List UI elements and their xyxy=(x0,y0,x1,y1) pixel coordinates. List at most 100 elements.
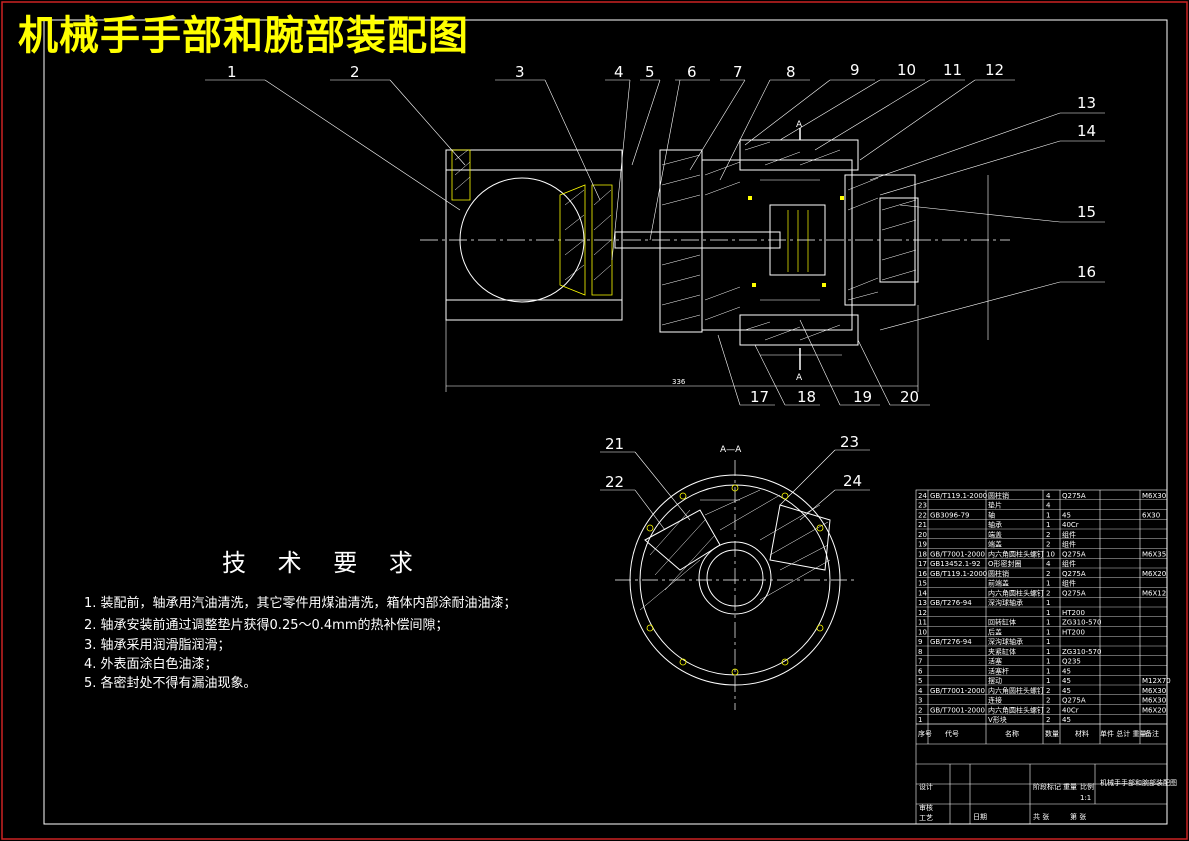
title-block-stage: 阶段标记 xyxy=(1033,782,1061,791)
bom-cell: 10 xyxy=(918,628,927,636)
bom-cell: 2 xyxy=(1046,706,1050,714)
bom-cell: Q275A xyxy=(1062,570,1086,578)
bom-cell: 1 xyxy=(1046,511,1050,519)
title-block-process: 工艺 xyxy=(919,814,933,822)
bom-cell: M6X20 xyxy=(1142,570,1166,578)
bom-cell: 4 xyxy=(918,687,923,695)
bom-cell: 夹紧缸体 xyxy=(988,647,1016,656)
bom-header-cell: 材料 xyxy=(1075,729,1089,738)
bom-cell: M6X12 xyxy=(1142,589,1166,597)
requirement-4: 4. 外表面涂白色油漆； xyxy=(84,657,218,672)
bom-cell: 40Cr xyxy=(1062,521,1079,529)
bom-cell: 9 xyxy=(918,638,922,646)
bom-cell: 10 xyxy=(1046,550,1055,558)
balloon-19: 19 xyxy=(853,388,872,406)
bom-cell: M6X20 xyxy=(1142,706,1166,714)
bom-cell: M12X70 xyxy=(1142,677,1171,685)
balloon-23: 23 xyxy=(840,433,859,451)
title-block-drawing-name: 机械手手部和腕部装配图 xyxy=(1100,778,1177,787)
bom-cell: ZG310-570 xyxy=(1062,648,1101,656)
bom-cell: 活塞杆 xyxy=(988,666,1009,675)
bom-cell: 19 xyxy=(918,541,927,549)
bom-cell: 45 xyxy=(1062,511,1071,519)
bom-cell: ZG310-570 xyxy=(1062,619,1101,627)
bom-cell: 前端盖 xyxy=(988,579,1009,588)
bom-cell: 45 xyxy=(1062,667,1071,675)
bom-cell: 4 xyxy=(1046,560,1051,568)
balloon-15: 15 xyxy=(1077,203,1096,221)
bom-cell: GB/T7001-2000 xyxy=(930,706,985,714)
title-block: 机械手手部和腕部装配图 设计 审核 工艺 日期 阶段标记 重量 比例 1:1 共… xyxy=(919,778,1177,822)
bom-header-cell: 名称 xyxy=(1005,729,1019,738)
title-block-scale-label: 比例 xyxy=(1080,782,1094,791)
bom-cell: GB/T276-94 xyxy=(930,599,972,607)
title-block-weight: 重量 xyxy=(1063,783,1077,791)
inner-border xyxy=(43,19,1168,825)
bom-cell: 18 xyxy=(918,550,927,558)
bom-cell: O形密封圈 xyxy=(988,559,1022,568)
bom-cell: 端盖 xyxy=(988,540,1002,549)
bom-header-cell: 单件 总计 重量 xyxy=(1100,729,1146,738)
bom-cell: 回转缸体 xyxy=(988,618,1016,627)
bom-cell: 1 xyxy=(1046,648,1050,656)
balloon-11: 11 xyxy=(943,61,962,79)
bom-cell: 1 xyxy=(1046,638,1050,646)
title-block-sheets: 共 张 xyxy=(1033,812,1049,821)
bom-cell: 圆柱销 xyxy=(988,569,1009,578)
bom-header-cell: 数量 xyxy=(1045,729,1059,738)
bom-cell: Q275A xyxy=(1062,589,1086,597)
bom-cell: Q275A xyxy=(1062,697,1086,705)
main-assembly-view xyxy=(420,128,1010,392)
bom-cell: 1 xyxy=(1046,599,1050,607)
balloon-10: 10 xyxy=(897,61,916,79)
bom-cell: 1 xyxy=(918,716,922,724)
balloon-22: 22 xyxy=(605,473,624,491)
bom-cell: 2 xyxy=(1046,570,1050,578)
bom-header: 序号代号名称数量材料单件 总计 重量备注 xyxy=(918,729,1159,738)
balloon-2: 2 xyxy=(350,63,360,81)
bom-cell: 内六角圆柱头螺钉 xyxy=(988,588,1044,597)
section-mark-top: A xyxy=(796,120,803,130)
requirement-1: 1. 装配前，轴承用汽油清洗，其它零件用煤油清洗，箱体内部涂耐油油漆； xyxy=(84,596,517,611)
section-label: A—A xyxy=(720,445,742,455)
bom-cell: 15 xyxy=(918,580,927,588)
balloon-16: 16 xyxy=(1077,263,1096,281)
tech-requirements-title: 技 术 要 求 xyxy=(222,549,425,577)
balloon-4: 4 xyxy=(614,63,624,81)
bom-cell: 2 xyxy=(1046,687,1050,695)
bom-cell: 14 xyxy=(918,589,927,597)
bom-cell: 23 xyxy=(918,502,927,510)
bom-cell: 45 xyxy=(1062,716,1071,724)
balloon-7: 7 xyxy=(733,63,743,81)
bom-cell: GB/T7001-2000 xyxy=(930,550,985,558)
bom-cell: 内六角圆柱头螺钉 xyxy=(988,686,1044,695)
bom-cell: GB13452.1-92 xyxy=(930,560,981,568)
bom-cell: V形块 xyxy=(988,715,1007,724)
bom-cell: 40Cr xyxy=(1062,706,1079,714)
balloon-20: 20 xyxy=(900,388,919,406)
bom-cell: GB/T7001-2000 xyxy=(930,687,985,695)
balloon-1: 1 xyxy=(227,63,237,81)
bom-cell: 2 xyxy=(1046,541,1050,549)
drawing-title: 机械手手部和腕部装配图 xyxy=(18,13,469,59)
bom-cell: 20 xyxy=(918,531,927,539)
leader-lines xyxy=(205,79,1105,531)
bom-cell: M6X35 xyxy=(1142,550,1166,558)
bom-cell: 5 xyxy=(918,677,922,685)
balloon-13: 13 xyxy=(1077,94,1096,112)
bom-cell: 深沟球轴承 xyxy=(988,637,1023,646)
bom-header-cell: 备注 xyxy=(1145,729,1159,738)
balloon-17: 17 xyxy=(750,388,769,406)
balloon-18: 18 xyxy=(797,388,816,406)
section-view-aa: A—A xyxy=(615,445,855,710)
bom-cell: 1 xyxy=(1046,628,1050,636)
bom-cell: 2 xyxy=(1046,716,1050,724)
bom-cell: 2 xyxy=(1046,531,1050,539)
bom-cell: 摆动 xyxy=(988,676,1002,685)
balloon-21: 21 xyxy=(605,435,624,453)
bom-cell: 内六角圆柱头螺钉 xyxy=(988,549,1044,558)
balloon-8: 8 xyxy=(786,63,796,81)
bom-cell: GB/T119.1-2000 xyxy=(930,570,987,578)
bom-cell: 内六角圆柱头螺钉 xyxy=(988,705,1044,714)
